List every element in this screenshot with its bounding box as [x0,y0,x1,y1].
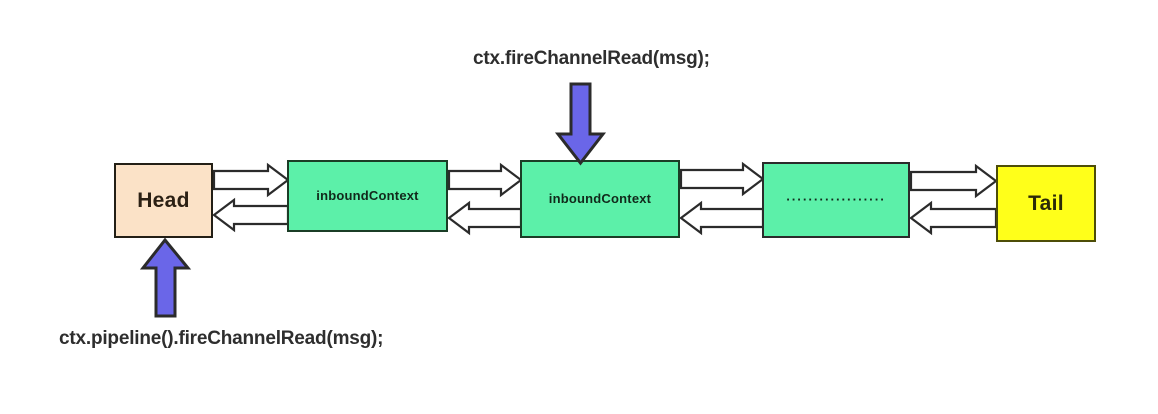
node-tail-label: Tail [1028,191,1064,215]
node-head-label: Head [137,188,190,212]
flow-arrow-context2-to-ellipsis [679,161,765,197]
label-fire-channel-read: ctx.fireChannelRead(msg); [473,48,710,69]
node-ellipsis[interactable]: ·················· [762,162,910,238]
flow-arrow-tail-to-ellipsis [909,200,998,236]
node-inbound-context-1[interactable]: inboundContext [287,160,448,232]
node-tail[interactable]: Tail [996,165,1096,242]
node-inbound-context-2[interactable]: inboundContext [520,160,680,238]
flow-arrow-head-to-context1 [212,162,290,198]
node-head[interactable]: Head [114,163,213,238]
call-arrow-pipeline-fire-channel-read [139,237,192,318]
node-inbound-context-2-label: inboundContext [548,190,652,206]
flow-arrow-ellipsis-to-context2 [679,200,765,236]
node-inbound-context-1-label: inboundContext [316,187,419,203]
flow-arrow-ellipsis-to-tail [909,163,998,199]
flow-arrow-context2-to-context1 [447,200,523,236]
label-pipeline-fire-channel-read: ctx.pipeline().fireChannelRead(msg); [59,328,384,349]
flow-arrow-context1-to-head [212,197,290,233]
call-arrow-fire-channel-read [554,82,607,166]
flow-arrow-context1-to-context2 [447,162,523,198]
node-ellipsis-label: ·················· [786,191,886,207]
